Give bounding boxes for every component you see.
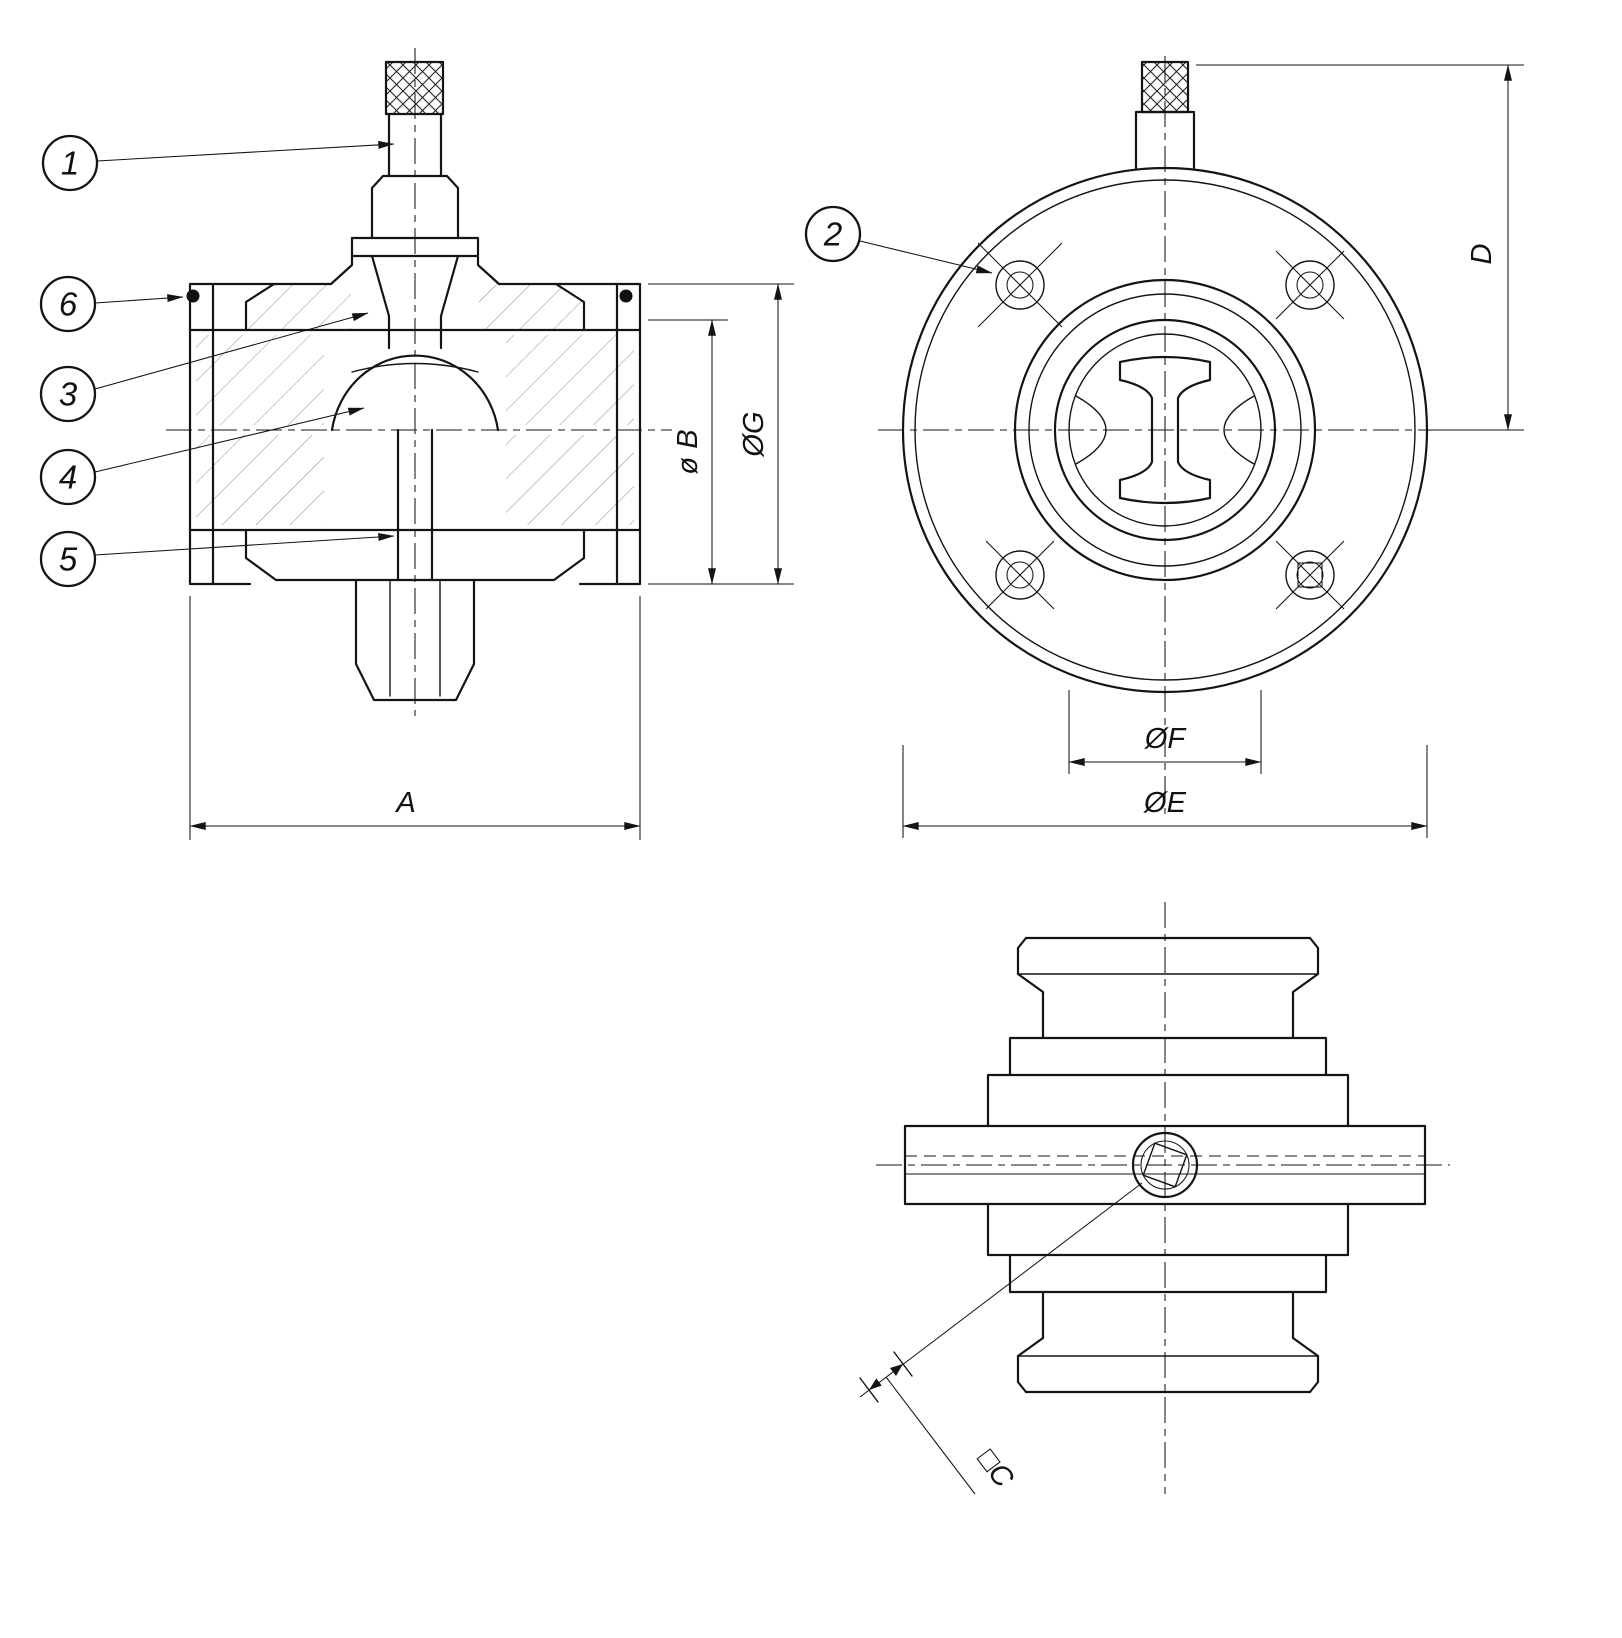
raised-face-inner-ring xyxy=(1028,293,1302,567)
lower-shaft xyxy=(396,428,434,582)
dim-label-body-dia: ØE xyxy=(1143,787,1187,819)
hole-inner xyxy=(1006,271,1034,299)
dim-label-flange-od: ØG xyxy=(738,411,770,457)
callout-3: 3 xyxy=(39,312,369,423)
hatch-area xyxy=(196,335,324,425)
ball-dome-edge xyxy=(351,362,479,373)
stem-thread-section xyxy=(1140,60,1190,114)
callout-number: 1 xyxy=(61,145,79,182)
callout-number: 2 xyxy=(823,216,842,253)
disc-hub-curves xyxy=(1075,395,1255,465)
leader-line xyxy=(94,312,369,390)
body-inner-ring xyxy=(914,179,1416,681)
callout-6: 6 xyxy=(39,275,184,333)
top-steps-lower xyxy=(986,1202,1350,1294)
stem-thread-section xyxy=(384,60,445,116)
top-view: □C xyxy=(859,902,1450,1495)
callout-number: 5 xyxy=(59,541,78,578)
callout-number: 4 xyxy=(59,459,77,496)
dim-label-stem-square: □C xyxy=(971,1444,1020,1495)
body-outline xyxy=(188,282,642,586)
section-hatching xyxy=(196,266,634,525)
hole-outer xyxy=(995,550,1045,600)
stem-collar xyxy=(1134,110,1196,170)
leader-line xyxy=(94,294,184,304)
callout-number: 6 xyxy=(59,286,78,323)
callout-5: 5 xyxy=(39,530,395,588)
stem-bore-circle xyxy=(1140,1140,1190,1190)
bolt-hole-top-right xyxy=(1275,250,1345,320)
leader-line xyxy=(859,1182,1143,1398)
dim-arrow xyxy=(869,1378,882,1390)
top-steps-upper xyxy=(986,1036,1350,1128)
side-section-view: ø B ØG A 1 6 3 4 5 xyxy=(39,48,794,840)
ball-dome xyxy=(330,354,500,432)
hole-outer xyxy=(995,260,1045,310)
balloon-circle xyxy=(41,134,99,192)
hole-inner xyxy=(1296,271,1324,299)
port-circle xyxy=(1068,333,1262,527)
bolt-hole-bottom-left xyxy=(985,540,1055,610)
side-centerlines xyxy=(166,48,672,716)
leader-line xyxy=(94,407,365,473)
hex-flats xyxy=(389,579,441,697)
centermark xyxy=(977,242,1063,328)
balloon-circle xyxy=(804,205,862,263)
hatch-area xyxy=(506,435,634,525)
bolt-hole-top-left xyxy=(977,242,1063,328)
hex-end xyxy=(354,578,476,702)
disc-profile xyxy=(1118,355,1212,505)
hole-inner xyxy=(1296,561,1324,589)
hatch-area xyxy=(246,266,351,329)
leader-line xyxy=(859,240,993,274)
centermark xyxy=(1275,250,1345,320)
leader-line xyxy=(94,533,395,556)
callout-2: 2 xyxy=(804,205,993,274)
hole-square-nut xyxy=(1297,562,1323,588)
stem-square xyxy=(1142,1142,1188,1188)
front-dimensions: D ØF ØE xyxy=(902,64,1524,838)
dim-label-port-dia: ØF xyxy=(1144,723,1188,755)
hatch-area xyxy=(479,266,584,329)
seat-circle xyxy=(1053,318,1277,542)
centermark xyxy=(1275,540,1345,610)
extension-lines xyxy=(189,283,794,840)
top-ferrule-lower xyxy=(1016,1290,1320,1394)
front-centerlines xyxy=(878,56,1448,814)
hole-inner xyxy=(1006,561,1034,589)
callout-1: 1 xyxy=(41,134,395,192)
bonnet xyxy=(244,254,586,332)
callout-4: 4 xyxy=(39,407,365,506)
centermark xyxy=(985,540,1055,610)
top-ferrule-upper xyxy=(1016,936,1320,1040)
side-dimensions: ø B ØG A xyxy=(189,283,794,840)
balloon-circle xyxy=(39,448,97,506)
hole-outer xyxy=(1285,260,1335,310)
dimension-line-c xyxy=(885,1376,976,1495)
balloon-circle xyxy=(39,275,97,333)
extension-lines xyxy=(902,64,1524,838)
balloon-circle xyxy=(39,530,97,588)
front-view: D ØF ØE 2 xyxy=(804,56,1524,838)
raised-face-circle xyxy=(1013,278,1317,582)
hole-outer xyxy=(1285,550,1335,600)
hatch-area xyxy=(506,335,634,425)
dim-label-bore: ø B xyxy=(672,429,704,474)
oring-left-dot xyxy=(186,289,200,303)
leader-line xyxy=(96,140,395,162)
dim-label-overall-length: A xyxy=(394,787,415,819)
bolt-hole-bottom-right xyxy=(1275,540,1345,610)
dimension-stem-square: □C xyxy=(859,1182,1143,1495)
hatch-area xyxy=(196,435,324,525)
stem-boss-circle xyxy=(1131,1131,1199,1199)
balloon-circle xyxy=(39,365,97,423)
body-outer-circle xyxy=(901,166,1429,694)
dim-arrow xyxy=(890,1364,903,1376)
oring-right-dot xyxy=(619,289,633,303)
body-lower-steps xyxy=(244,528,586,582)
callout-number: 3 xyxy=(59,376,78,413)
top-body-band xyxy=(903,1124,1427,1206)
dim-label-height: D xyxy=(1466,243,1498,264)
